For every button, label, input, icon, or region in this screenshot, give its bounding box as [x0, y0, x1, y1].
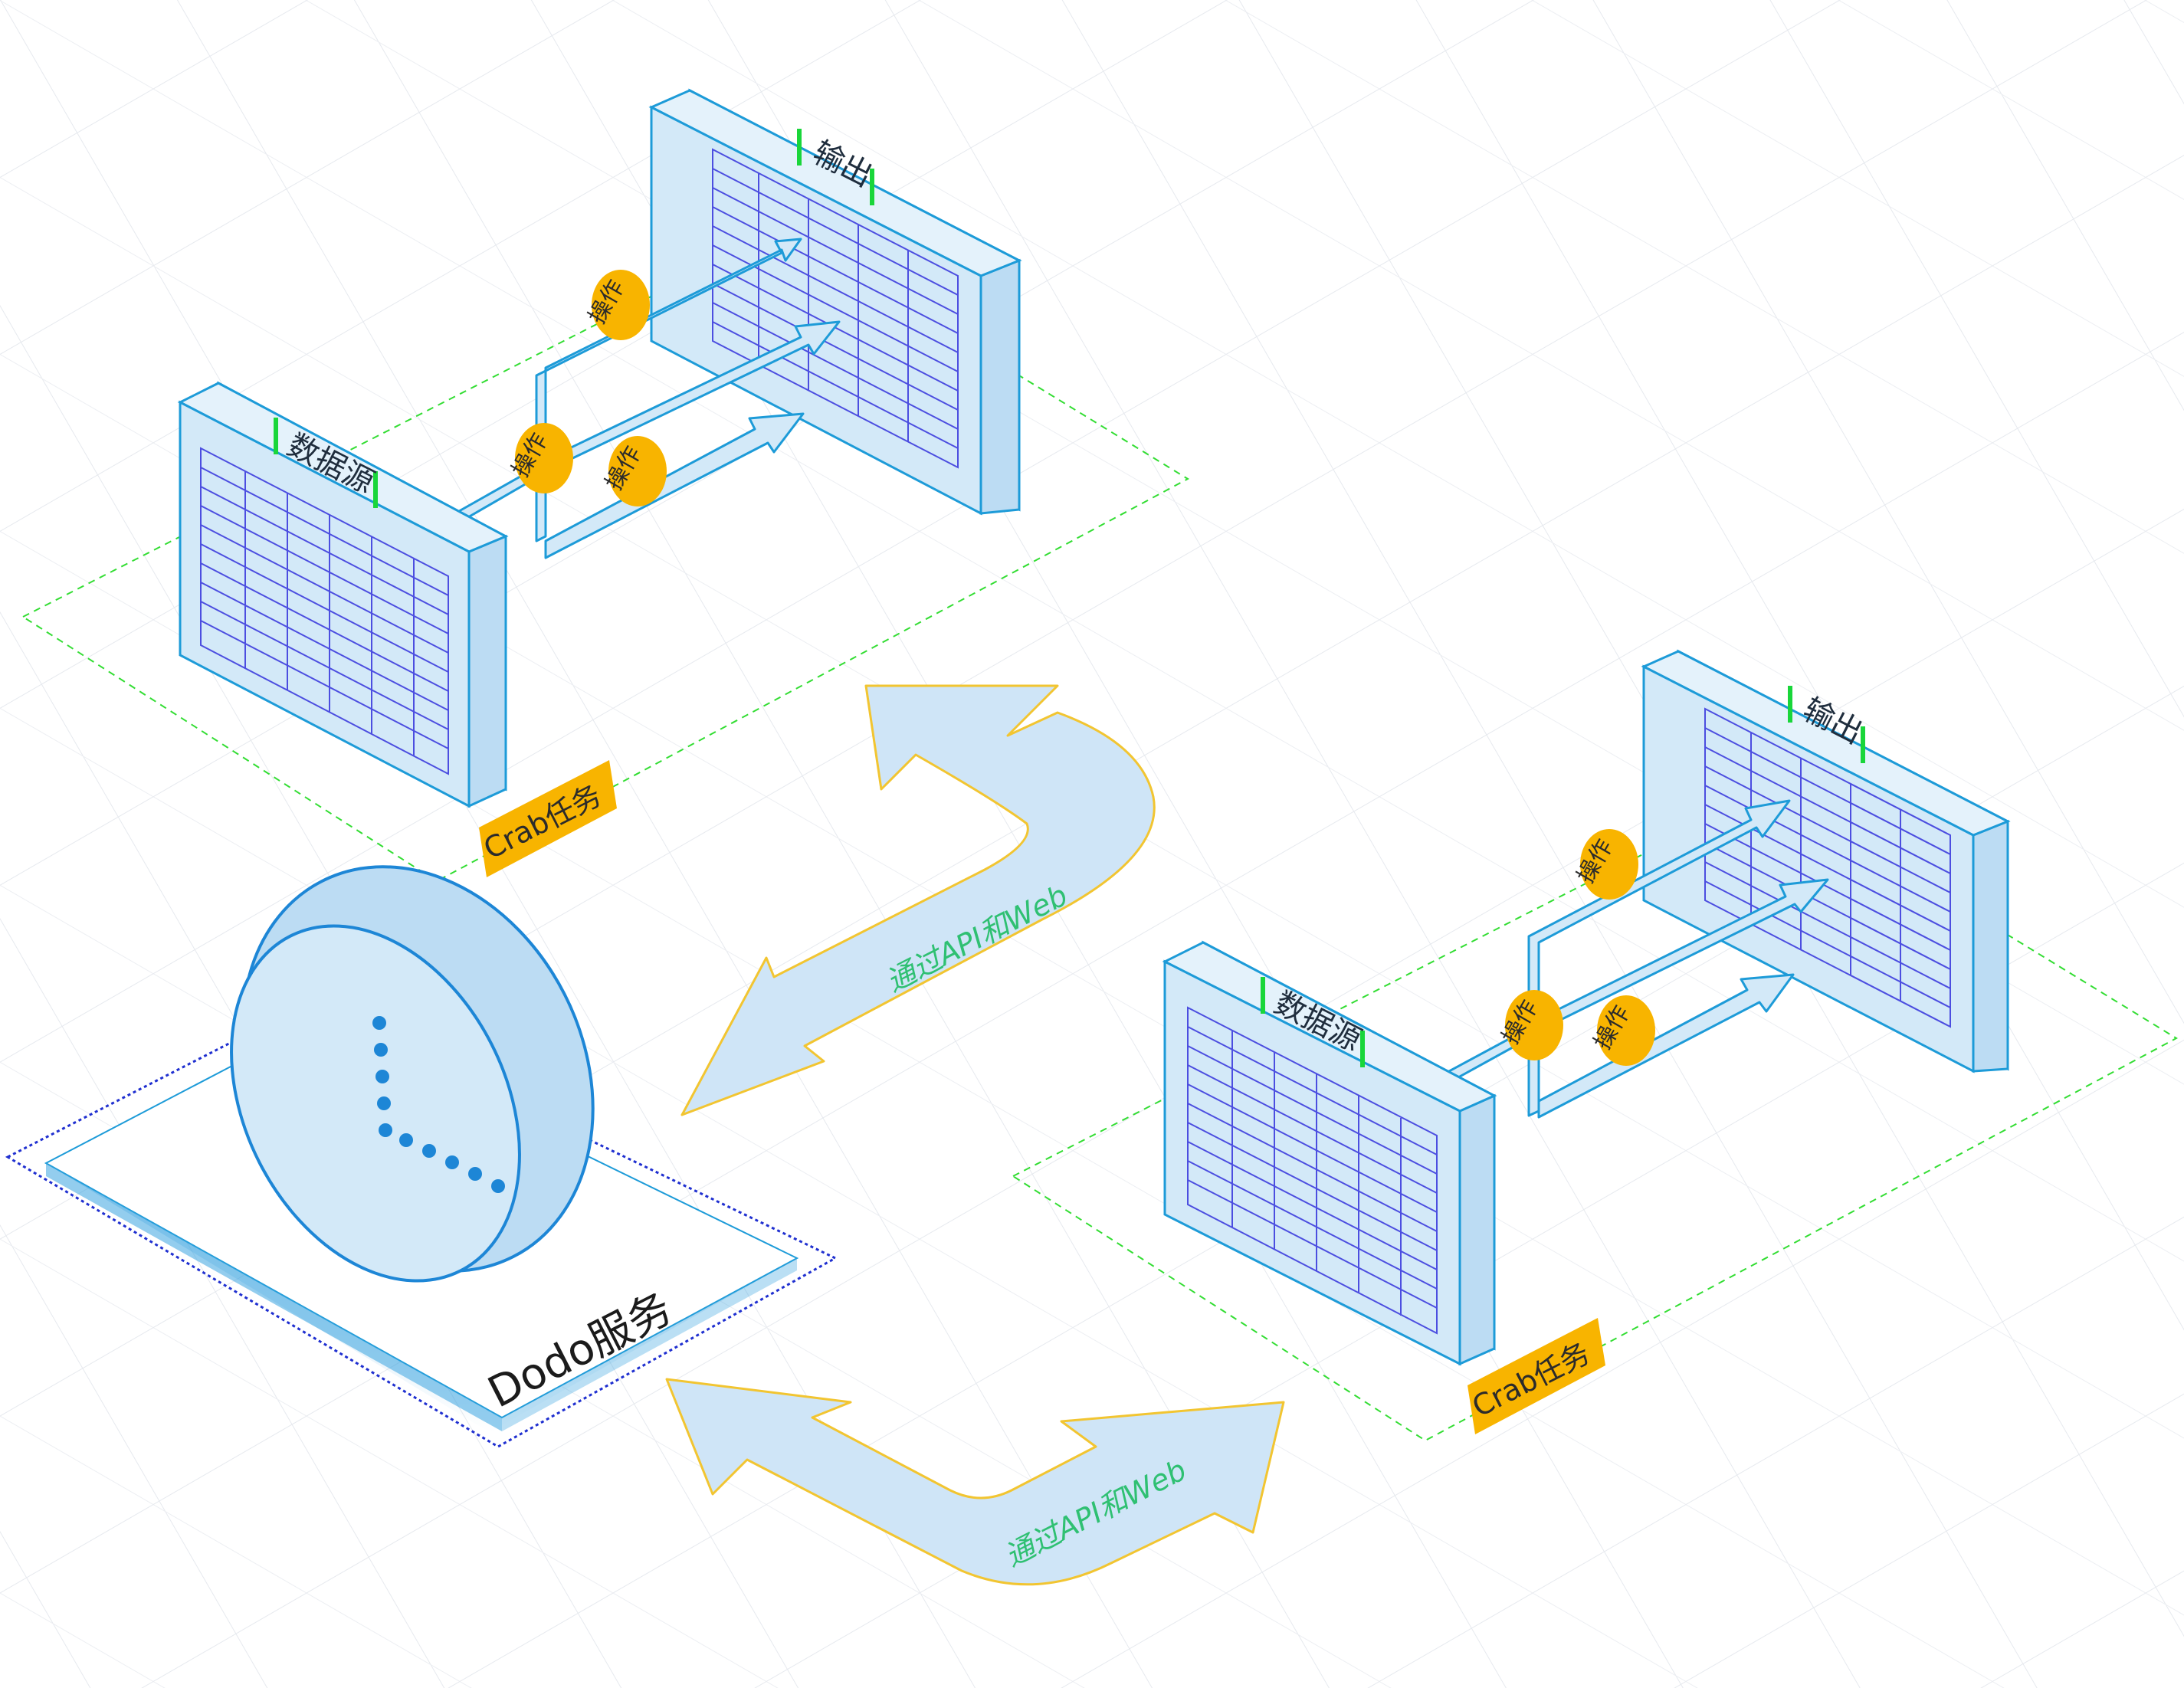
clock-hands	[372, 1016, 505, 1193]
output-sheet-grid-1	[712, 148, 959, 469]
output-marker-left-2	[1788, 686, 1792, 723]
output-marker-right-2	[1861, 726, 1865, 763]
source-marker-right-1	[373, 471, 378, 508]
output-board-1	[648, 88, 1022, 516]
crab-task-group-2: 输出 操作 操作 操作	[1011, 649, 2179, 1442]
source-sheet-grid-1	[200, 447, 449, 775]
source-sheet-grid-2	[1187, 1006, 1438, 1335]
operation-badge-2a: 操作	[1572, 829, 1638, 900]
service-platform-edge	[46, 1163, 502, 1431]
operation-badge-1c: 操作	[601, 436, 667, 506]
source-marker-left-2	[1261, 977, 1265, 1014]
source-board-1	[177, 381, 509, 808]
crab-task-region-1	[21, 228, 1190, 883]
service-platform-border	[5, 1002, 838, 1448]
source-marker-right-2	[1360, 1031, 1365, 1067]
service-platform-edge-right	[502, 1258, 797, 1431]
output-board-2	[1641, 649, 2011, 1073]
flow-arrows-1	[447, 238, 841, 559]
output-marker-right-1	[870, 169, 874, 205]
crab-task-region-2	[1011, 788, 2179, 1442]
clock-icon	[230, 865, 595, 1283]
output-marker-left-1	[797, 129, 802, 166]
source-marker-left-1	[274, 418, 278, 454]
dodo-service: Dodo服务	[5, 865, 838, 1448]
crab-task-group-1: 输出 操作 操作 操作	[21, 88, 1190, 883]
